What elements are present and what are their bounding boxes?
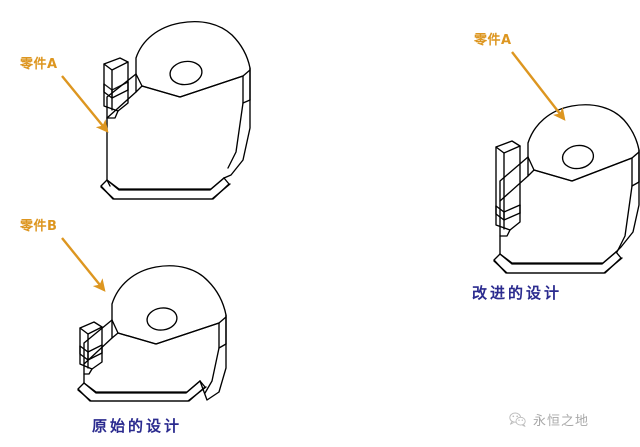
arrow-part-a-original — [61, 75, 109, 133]
part-original-upper — [100, 20, 251, 200]
watermark-text: 永恒之地 — [533, 414, 590, 429]
caption-improved-design: 改进的设计 — [472, 284, 563, 302]
watermark: 永恒之地 — [508, 410, 589, 429]
arrow-part-b-original — [61, 237, 106, 292]
annotation-part-a-improved: 零件A — [474, 33, 512, 48]
arrow-part-a-improved — [511, 51, 566, 121]
part-original-lower — [77, 265, 227, 402]
annotation-part-a-original: 零件A — [20, 57, 58, 72]
part-improved — [493, 104, 640, 274]
annotation-part-b-original: 零件B — [20, 219, 58, 234]
wechat-icon — [509, 412, 526, 427]
caption-original-design: 原始的设计 — [92, 417, 183, 435]
